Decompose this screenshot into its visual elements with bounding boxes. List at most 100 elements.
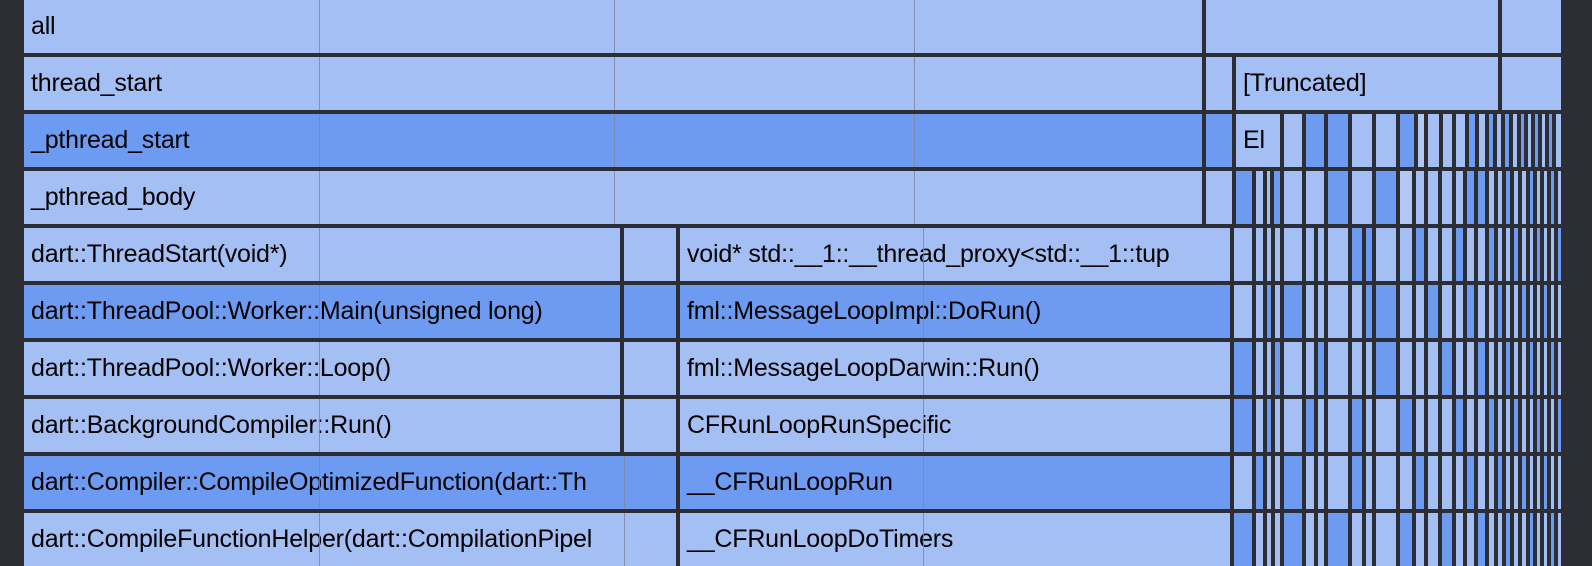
flame-frame[interactable] [1328,513,1350,566]
flame-frame[interactable] [1256,399,1265,452]
flame-frame[interactable] [1442,456,1454,509]
flame-frame[interactable] [1502,57,1563,110]
flame-frame[interactable] [1542,114,1547,167]
flame-frame[interactable] [1456,399,1465,452]
flame-frame[interactable] [1530,456,1535,509]
flame-frame[interactable] [1206,0,1500,53]
flame-frame[interactable] [1416,171,1426,224]
flame-frame[interactable] [1498,513,1504,566]
flame-frame[interactable] [1549,114,1554,167]
flame-frame[interactable] [1505,114,1511,167]
flame-frame[interactable] [1537,285,1542,338]
flame-frame[interactable] [1376,513,1398,566]
flame-frame[interactable] [1284,513,1304,566]
flame-frame[interactable] [1498,285,1504,338]
flame-frame[interactable] [1284,285,1304,338]
flame-frame[interactable] [1328,228,1350,281]
flame-frame[interactable] [1467,171,1476,224]
flame-frame[interactable] [1558,285,1563,338]
flame-frame[interactable] [1558,399,1563,452]
flame-frame[interactable] [1256,171,1265,224]
flame-frame[interactable] [1544,285,1549,338]
flame-frame[interactable] [1416,228,1426,281]
flame-frame[interactable] [1544,513,1549,566]
flame-frame[interactable] [1514,513,1520,566]
flame-frame[interactable] [1206,114,1234,167]
flame-frame[interactable] [1558,456,1563,509]
flame-frame[interactable] [1352,114,1374,167]
flame-frame[interactable] [1306,399,1316,452]
flame-frame[interactable] [1551,456,1556,509]
flame-frame[interactable] [1502,0,1563,53]
flame-frame[interactable] [1498,228,1504,281]
flame-frame[interactable] [1489,285,1496,338]
flame-frame[interactable] [1376,114,1398,167]
flame-frame[interactable] [1376,342,1398,395]
flame-frame[interactable] [1478,171,1487,224]
flame-frame[interactable] [1400,228,1414,281]
flame-frame[interactable] [1274,171,1282,224]
flame-frame[interactable] [1456,285,1465,338]
flame-frame[interactable] [1478,342,1487,395]
flame-frame[interactable] [1537,228,1542,281]
flame-frame[interactable] [1456,456,1465,509]
flame-frame[interactable] [1551,228,1556,281]
flame-frame-labeled[interactable]: fml::MessageLoopDarwin::Run() [680,342,1232,395]
flame-frame-labeled[interactable]: dart::ThreadStart(void*) [24,228,622,281]
flame-frame[interactable] [1467,399,1476,452]
flame-frame[interactable] [1528,114,1533,167]
flame-frame[interactable] [1537,513,1542,566]
flame-frame[interactable] [1498,456,1504,509]
flame-frame[interactable] [1514,285,1520,338]
flame-frame[interactable] [1328,399,1350,452]
flame-frame[interactable] [1366,513,1374,566]
flame-frame[interactable] [1366,285,1374,338]
flame-frame[interactable] [1514,399,1520,452]
flame-frame[interactable] [1275,399,1282,452]
flame-frame[interactable] [1478,228,1487,281]
flame-frame-labeled[interactable]: __CFRunLoopDoTimers [680,513,1232,566]
flame-frame[interactable] [1234,399,1254,452]
flame-frame[interactable] [1530,285,1535,338]
flame-frame[interactable] [1506,399,1512,452]
flame-frame[interactable] [1489,114,1495,167]
flame-frame[interactable] [1376,228,1398,281]
flame-frame[interactable] [1318,399,1326,452]
flame-frame[interactable] [1522,171,1528,224]
flame-frame[interactable] [1366,228,1374,281]
flame-frame[interactable] [1544,399,1549,452]
flame-frame[interactable] [1537,399,1542,452]
flame-frame[interactable] [624,285,678,338]
flame-frame[interactable] [1284,456,1304,509]
flame-frame[interactable] [1428,399,1440,452]
flame-frame[interactable] [1456,342,1465,395]
flame-frame[interactable] [1267,399,1273,452]
flame-frame[interactable] [1456,114,1467,167]
flame-frame[interactable] [1376,285,1398,338]
flame-frame[interactable] [1366,399,1374,452]
flame-frame[interactable] [1551,513,1556,566]
flame-frame[interactable] [1400,513,1414,566]
flame-frame[interactable] [624,342,678,395]
flame-frame[interactable] [1537,456,1542,509]
flame-frame[interactable] [1318,228,1326,281]
flame-frame[interactable] [1318,513,1326,566]
flame-frame[interactable] [1284,171,1304,224]
flame-frame[interactable] [1558,342,1563,395]
flame-frame[interactable] [1456,513,1465,566]
flame-frame[interactable] [1256,456,1265,509]
flame-frame-labeled[interactable]: void* std::__1::__thread_proxy<std::__1:… [680,228,1232,281]
flame-frame[interactable] [1467,342,1476,395]
flame-frame-labeled[interactable]: dart::Compiler::CompileOptimizedFunction… [24,456,678,509]
flame-frame[interactable] [1376,456,1398,509]
flame-frame[interactable] [1489,399,1496,452]
flame-frame[interactable] [1469,114,1477,167]
flame-frame[interactable] [1234,456,1254,509]
flame-frame[interactable] [1275,285,1282,338]
flame-frame[interactable] [1234,228,1254,281]
flame-frame[interactable] [1352,342,1364,395]
flame-frame[interactable] [1456,228,1465,281]
flame-frame[interactable] [1489,513,1496,566]
flame-frame[interactable] [1236,171,1254,224]
